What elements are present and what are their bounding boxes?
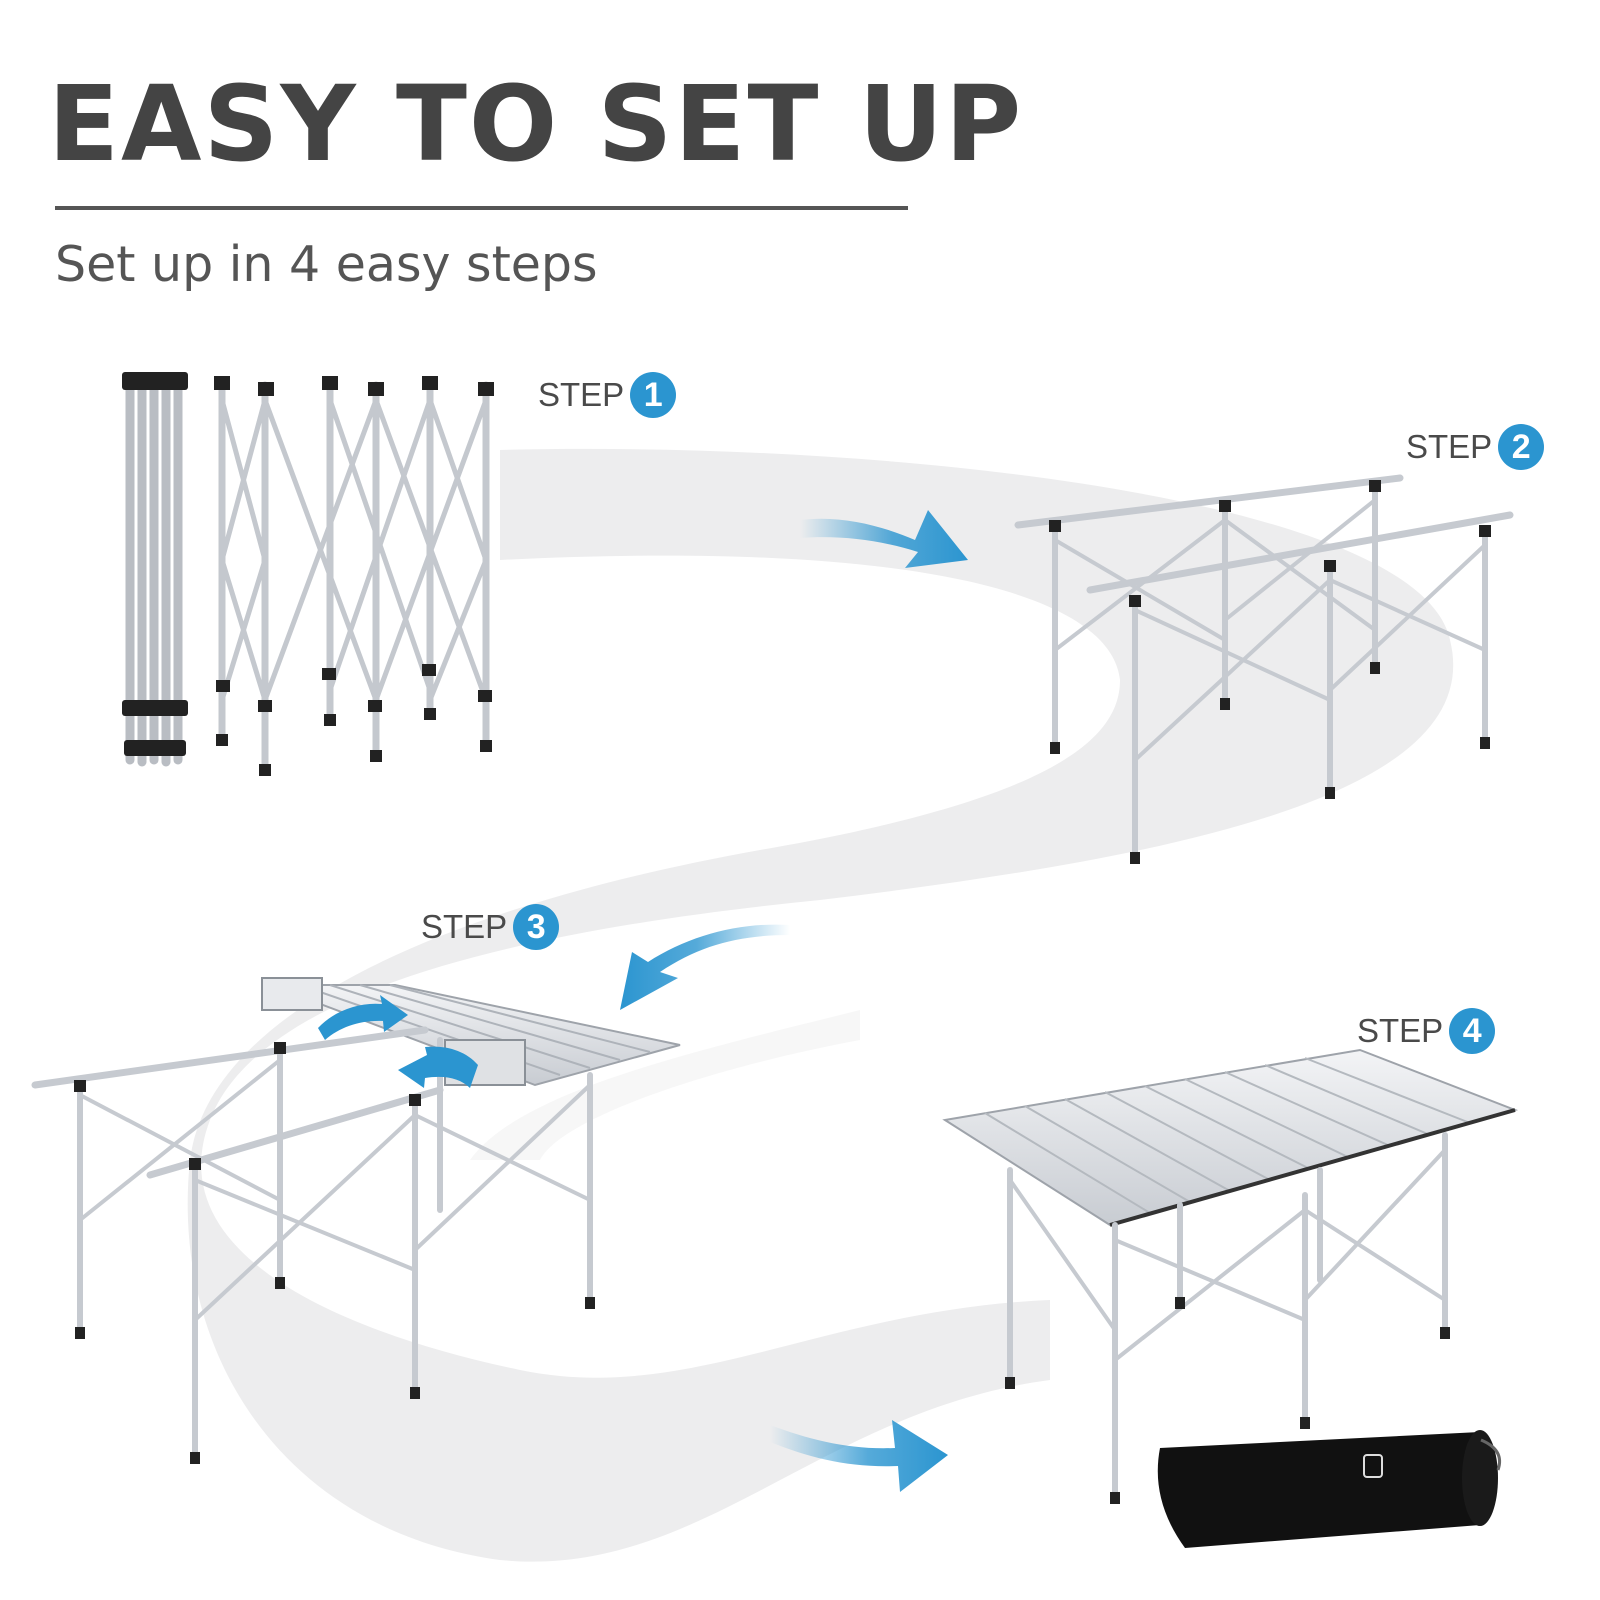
- step-4-label: STEP 4: [1357, 1008, 1496, 1054]
- arrow-right-icon: [800, 510, 968, 568]
- folded-frame-closed: [122, 372, 188, 767]
- rotate-arrow-icon: [318, 995, 478, 1088]
- folded-frame-open: [214, 376, 494, 776]
- frame-with-roll-top: [31, 977, 681, 1464]
- step-word: STEP: [538, 376, 625, 413]
- arrow-right-icon: [770, 1420, 948, 1492]
- open-frame: [1014, 474, 1514, 864]
- step-word: STEP: [421, 908, 508, 945]
- page-subtitle: Set up in 4 easy steps: [55, 236, 598, 293]
- carry-bag-icon: [1157, 1430, 1502, 1548]
- arrow-left-icon: [620, 924, 790, 1010]
- step-number-badge: 2: [1498, 424, 1545, 470]
- page-title: EASY TO SET UP: [48, 63, 1024, 185]
- step-3-label: STEP 3: [421, 904, 560, 950]
- step-number-badge: 4: [1449, 1008, 1496, 1054]
- step-word: STEP: [1406, 428, 1493, 465]
- assembled-table: [942, 1048, 1519, 1504]
- step-number-badge: 1: [630, 372, 677, 418]
- step-number-badge: 3: [513, 904, 560, 950]
- title-divider: [55, 206, 908, 210]
- step-word: STEP: [1357, 1012, 1444, 1049]
- step-2-label: STEP 2: [1406, 424, 1545, 470]
- step-1-label: STEP 1: [538, 372, 677, 418]
